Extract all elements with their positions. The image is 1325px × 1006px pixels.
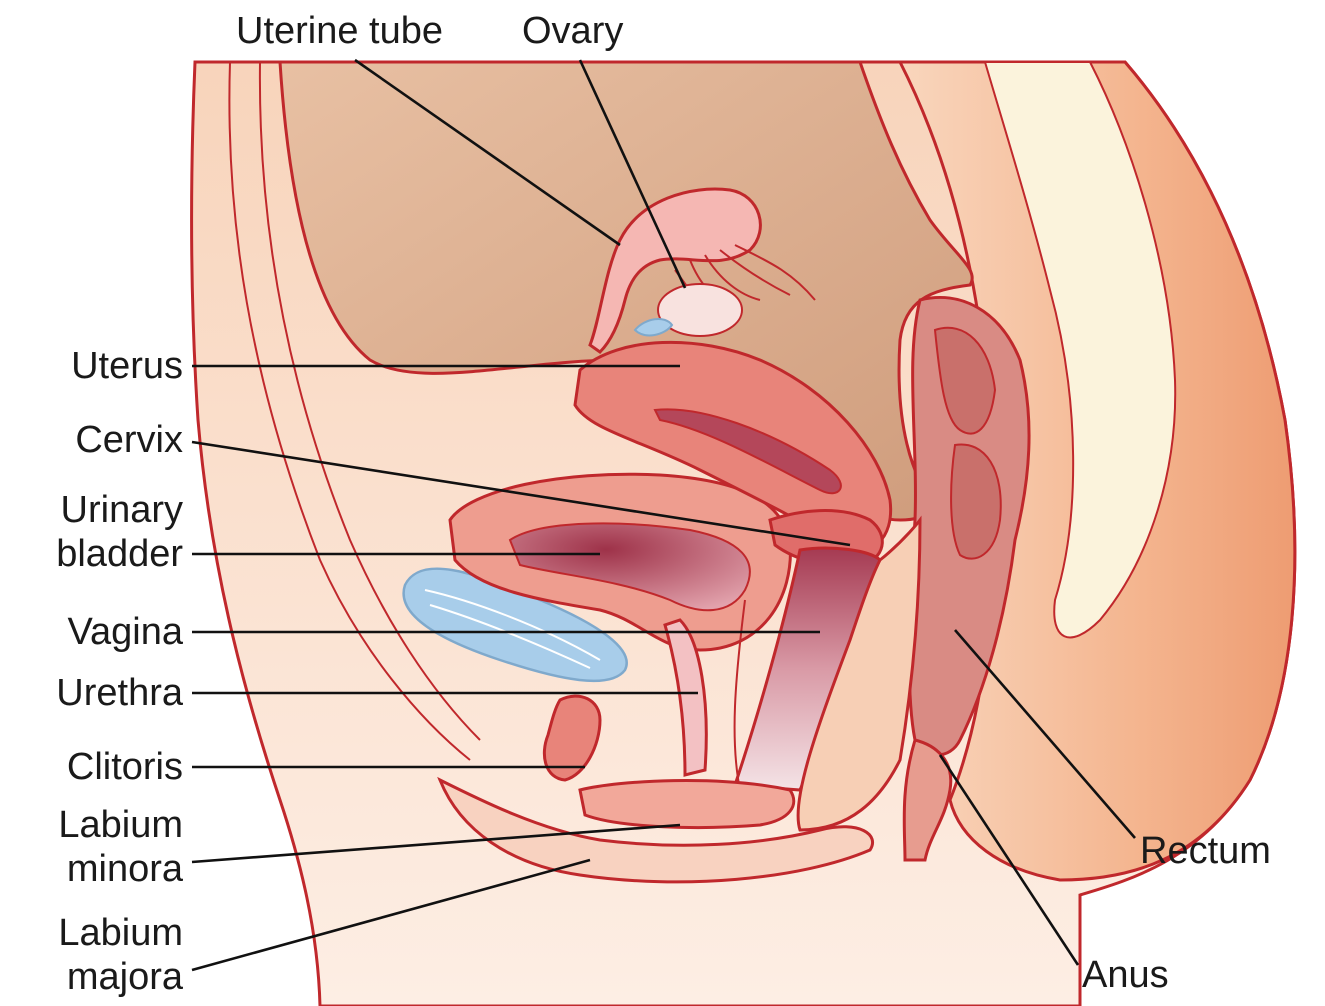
label-anus: Anus [1082,954,1169,996]
label-uterus: Uterus [71,345,183,387]
label-vagina: Vagina [67,611,183,653]
label-cervix: Cervix [75,419,183,461]
label-ovary: Ovary [522,10,623,52]
label-labium-minora-line1: Labium [58,804,183,846]
label-urethra: Urethra [56,672,184,714]
label-rectum: Rectum [1140,830,1271,872]
label-urinary-line2: bladder [56,533,183,575]
label-uterine-tube: Uterine tube [236,10,443,52]
label-labium-majora-line1: Labium [58,912,183,954]
label-urinary-line1: Urinary [61,489,183,531]
label-labium-minora-line2: minora [67,848,184,890]
labium-minora [580,781,794,828]
label-labium-majora-line2: majora [67,956,184,998]
label-clitoris: Clitoris [67,746,183,788]
